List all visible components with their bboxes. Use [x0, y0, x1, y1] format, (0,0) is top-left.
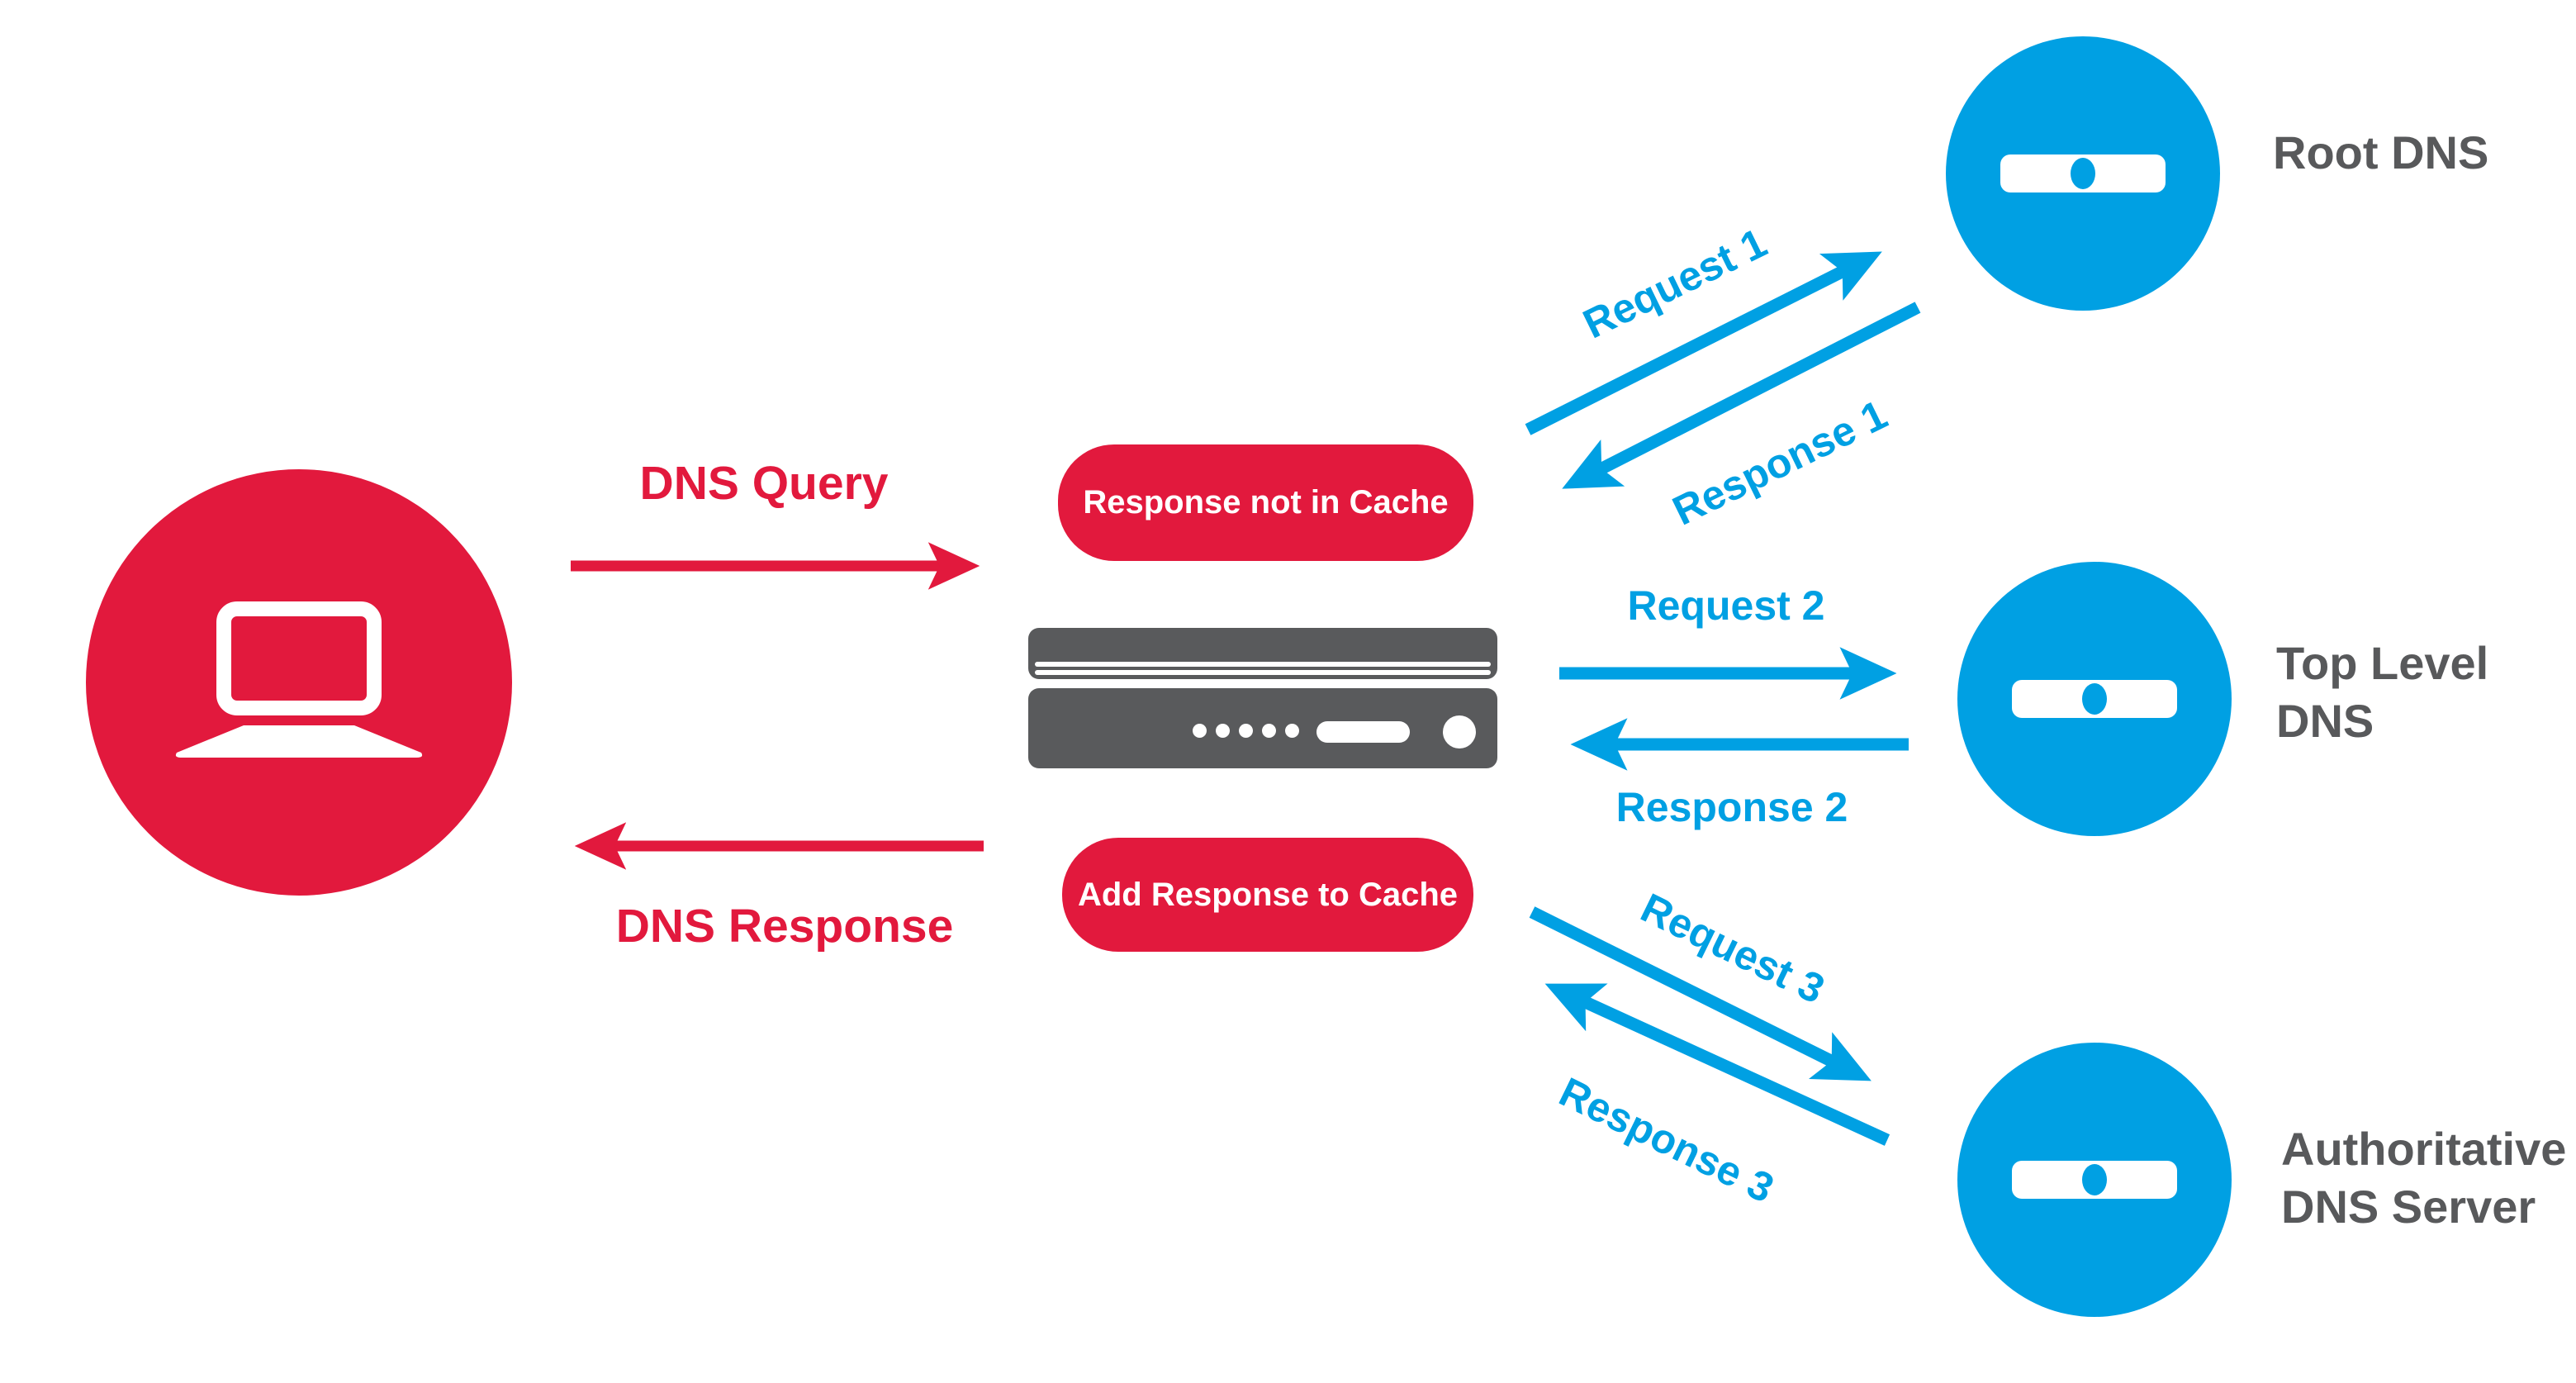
authoritative-dns-node: [1957, 1043, 2232, 1317]
cache-miss-badge: Response not in Cache: [1058, 444, 1473, 561]
top-level-dns-node: [1957, 562, 2232, 836]
server-drive-slot: [1316, 721, 1410, 743]
response-1-label: Response 1: [1665, 391, 1895, 535]
authoritative-dns-label: Authoritative DNS Server: [2281, 1123, 2567, 1233]
request-3-label: Request 3: [1634, 884, 1832, 1013]
dns-server-bar-icon: [2012, 680, 2177, 718]
cache-miss-badge-text: Response not in Cache: [1083, 484, 1449, 520]
server-vent-line: [1035, 670, 1491, 675]
cache-server-icon-bottom: [1028, 688, 1497, 768]
root-dns-label: Root DNS: [2273, 126, 2489, 178]
client-node: [86, 469, 512, 896]
response-2-label: Response 2: [1615, 784, 1848, 830]
server-led: [1193, 724, 1207, 738]
cache-add-badge-text: Add Response to Cache: [1077, 876, 1459, 913]
dns-server-dot: [2071, 158, 2095, 189]
cache-server-icon-top: [1028, 628, 1497, 679]
request-1-label: Request 1: [1576, 219, 1774, 348]
server-led: [1239, 724, 1253, 738]
root-dns-node: [1946, 36, 2220, 311]
request-2-label: Request 2: [1627, 582, 1825, 629]
server-led: [1216, 724, 1230, 738]
dns-server-bar-icon: [2000, 154, 2166, 192]
server-led: [1262, 724, 1276, 738]
server-led: [1285, 724, 1299, 738]
dns-server-bar-icon: [2012, 1161, 2177, 1199]
cache-add-badge: Add Response to Cache: [1062, 838, 1473, 952]
dns-response-label: DNS Response: [615, 900, 954, 953]
response-3-label: Response 3: [1552, 1068, 1781, 1212]
laptop-icon: [175, 601, 423, 758]
server-power-button: [1443, 715, 1476, 749]
dns-server-dot: [2082, 1164, 2107, 1195]
dns-query-label: DNS Query: [639, 457, 889, 510]
server-vent-line: [1035, 662, 1491, 667]
dns-server-dot: [2082, 683, 2107, 715]
top-level-dns-label: Top Level DNS: [2276, 637, 2489, 747]
